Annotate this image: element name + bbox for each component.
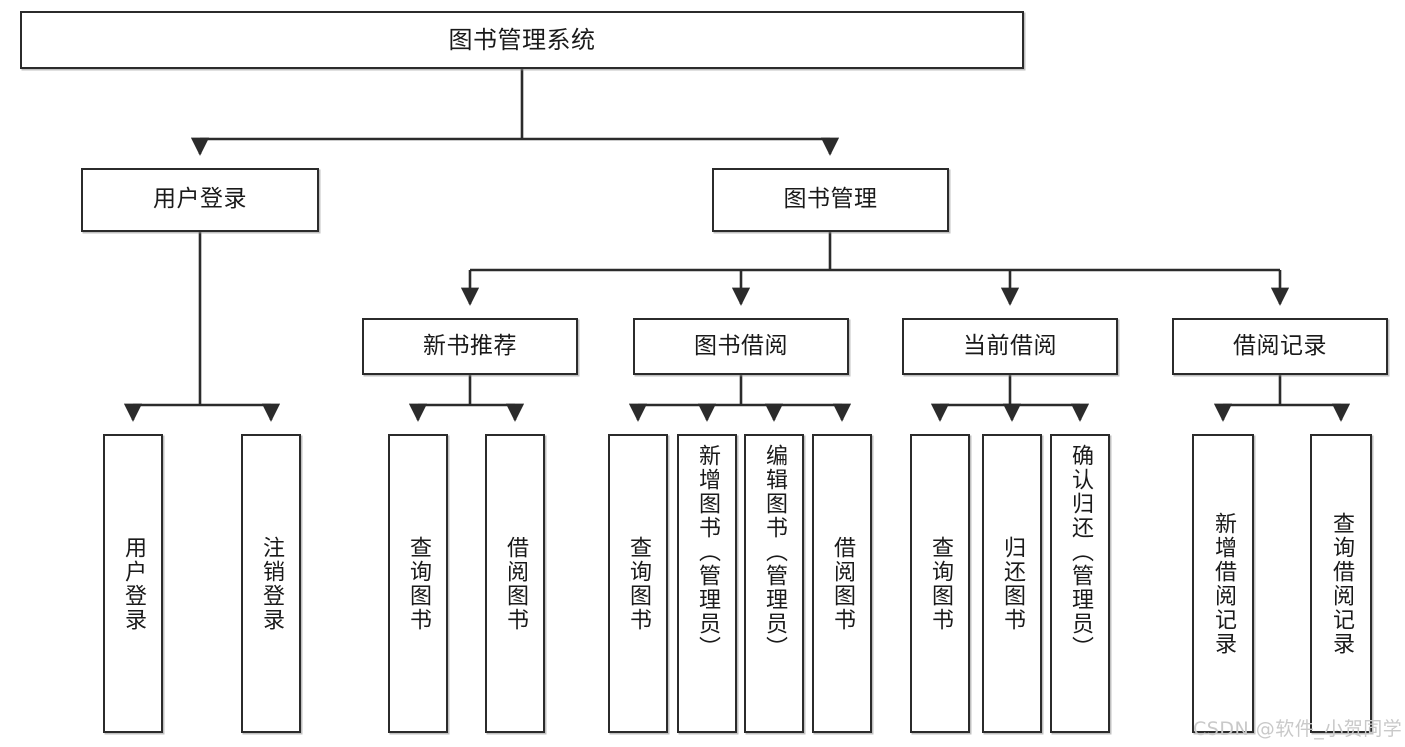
node-root[interactable]: 图书管理系统 xyxy=(20,11,1024,69)
leaf-query-book-recommend[interactable]: 查询图书 xyxy=(388,434,448,733)
leaf-borrow-book-recommend[interactable]: 借阅图书 xyxy=(485,434,545,733)
node-book-borrow[interactable]: 图书借阅 xyxy=(633,318,849,375)
node-label: 用户登录 xyxy=(121,535,146,632)
leaf-query-book-borrow[interactable]: 查询图书 xyxy=(608,434,668,733)
node-user-login[interactable]: 用户登录 xyxy=(81,168,319,232)
node-label: 归还图书 xyxy=(1000,535,1025,632)
node-label: 新书推荐 xyxy=(423,332,517,359)
node-label: 借阅图书 xyxy=(503,535,528,632)
node-new-book-rec[interactable]: 新书推荐 xyxy=(362,318,578,375)
leaf-add-book-admin[interactable]: 新增图书（管理员） xyxy=(677,434,737,733)
node-label: 查询图书 xyxy=(626,535,651,632)
node-label: 编辑图书（管理员） xyxy=(762,444,787,660)
node-label: 借阅图书 xyxy=(830,535,855,632)
leaf-user-login[interactable]: 用户登录 xyxy=(103,434,163,733)
node-current-borrow[interactable]: 当前借阅 xyxy=(902,318,1118,375)
leaf-return-book[interactable]: 归还图书 xyxy=(982,434,1042,733)
csdn-watermark: CSDN @软件_小贺同学 xyxy=(1193,718,1403,740)
node-label: 借阅记录 xyxy=(1233,332,1327,359)
node-label: 当前借阅 xyxy=(963,332,1057,359)
node-label: 图书管理系统 xyxy=(448,25,596,54)
node-label: 查询借阅记录 xyxy=(1329,511,1354,656)
node-label: 查询图书 xyxy=(928,535,953,632)
leaf-borrow-book[interactable]: 借阅图书 xyxy=(812,434,872,733)
node-label: 图书管理 xyxy=(783,186,878,213)
leaf-query-book-current[interactable]: 查询图书 xyxy=(910,434,970,733)
node-label: 图书借阅 xyxy=(694,332,788,359)
node-label: 确认归还（管理员） xyxy=(1068,444,1093,660)
leaf-user-logout[interactable]: 注销登录 xyxy=(241,434,301,733)
node-label: 注销登录 xyxy=(259,535,284,632)
leaf-edit-book-admin[interactable]: 编辑图书（管理员） xyxy=(744,434,804,733)
leaf-confirm-return-admin[interactable]: 确认归还（管理员） xyxy=(1050,434,1110,733)
leaf-add-borrow-record[interactable]: 新增借阅记录 xyxy=(1192,434,1254,733)
node-label: 新增图书（管理员） xyxy=(695,444,720,660)
node-label: 查询图书 xyxy=(406,535,431,632)
node-label: 用户登录 xyxy=(153,186,247,213)
node-book-manage[interactable]: 图书管理 xyxy=(712,168,949,232)
node-borrow-record[interactable]: 借阅记录 xyxy=(1172,318,1388,375)
leaf-query-borrow-record[interactable]: 查询借阅记录 xyxy=(1310,434,1372,733)
node-label: 新增借阅记录 xyxy=(1211,511,1236,656)
